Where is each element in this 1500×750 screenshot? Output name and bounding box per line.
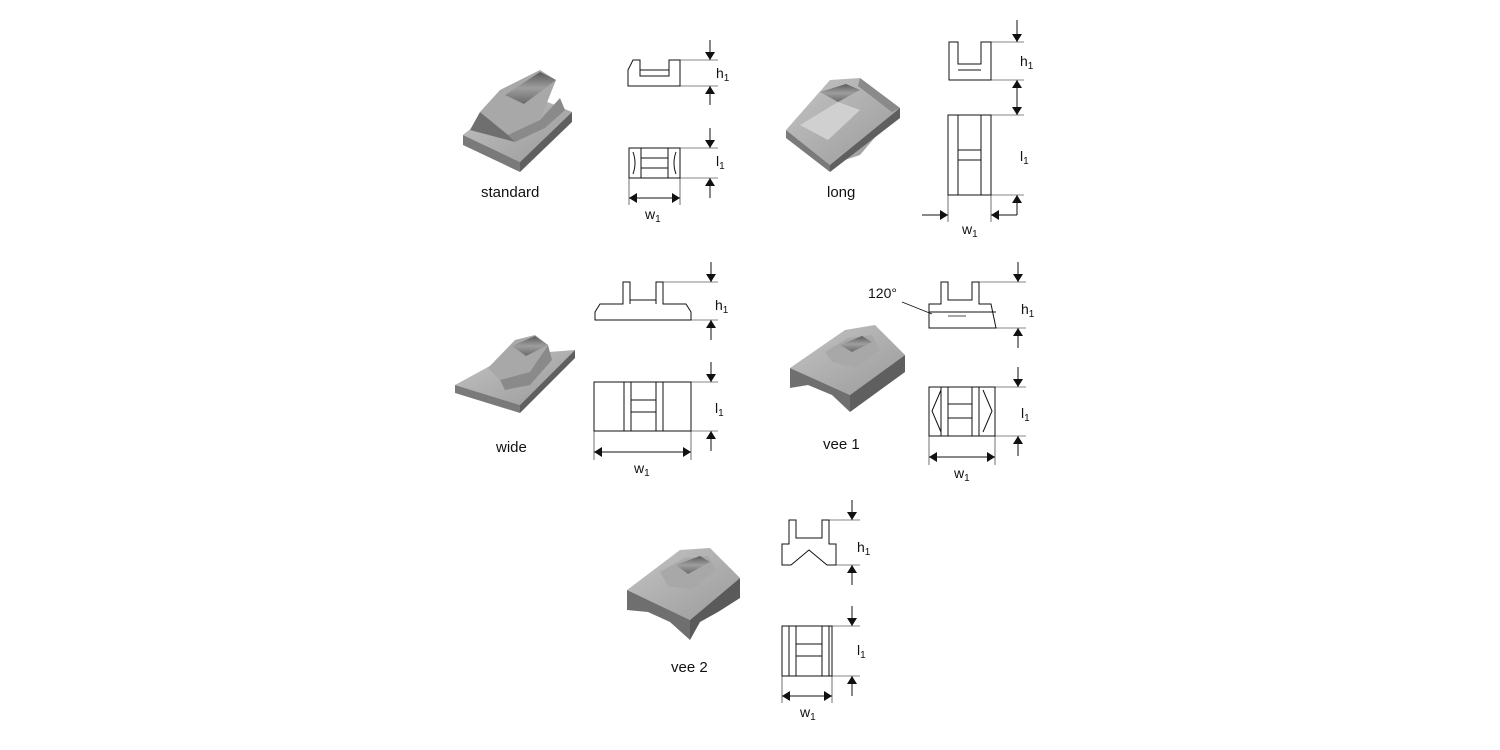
dim-w1-wide: w1: [634, 460, 650, 479]
dim-h1-vee2: h1: [857, 539, 871, 558]
vee2-3d-view: [627, 548, 740, 640]
dim-l1-wide: l1: [715, 400, 724, 419]
label-vee2: vee 2: [671, 659, 708, 676]
angle-label: 120°: [868, 285, 897, 301]
wide-side-view: [594, 262, 718, 340]
long-top-view: [922, 95, 1024, 222]
label-vee1: vee 1: [823, 436, 860, 453]
dim-h1-vee1: h1: [1021, 301, 1035, 320]
dim-l1-standard: l1: [716, 153, 725, 172]
dim-w1-vee1: w1: [954, 465, 970, 484]
dim-l1-long: l1: [1020, 148, 1029, 167]
label-long: long: [827, 184, 856, 201]
dim-h1-wide: h1: [715, 297, 729, 316]
vee2-side-view: [781, 500, 860, 585]
standard-3d-view: [463, 70, 572, 172]
dim-w1-standard: w1: [645, 206, 661, 225]
dim-w1-long: w1: [962, 221, 978, 240]
standard-side-view: [627, 40, 718, 105]
long-side-view: [948, 20, 1024, 100]
vee1-side-view: [901, 262, 1026, 348]
wide-top-view: [593, 362, 718, 460]
standard-top-view: [628, 128, 718, 205]
dim-w1-vee2: w1: [800, 704, 816, 723]
long-3d-view: [786, 78, 900, 172]
dim-l1-vee1: l1: [1021, 405, 1030, 424]
dim-l1-vee2: l1: [857, 642, 866, 661]
label-standard: standard: [481, 184, 540, 201]
dim-h1-standard: h1: [716, 65, 730, 84]
vee1-top-view: [928, 367, 1026, 465]
label-wide: wide: [496, 439, 527, 456]
vee2-top-view: [781, 606, 860, 703]
vee1-3d-view: [790, 325, 905, 412]
dim-h1-long: h1: [1020, 53, 1034, 72]
wide-3d-view: [455, 335, 575, 413]
